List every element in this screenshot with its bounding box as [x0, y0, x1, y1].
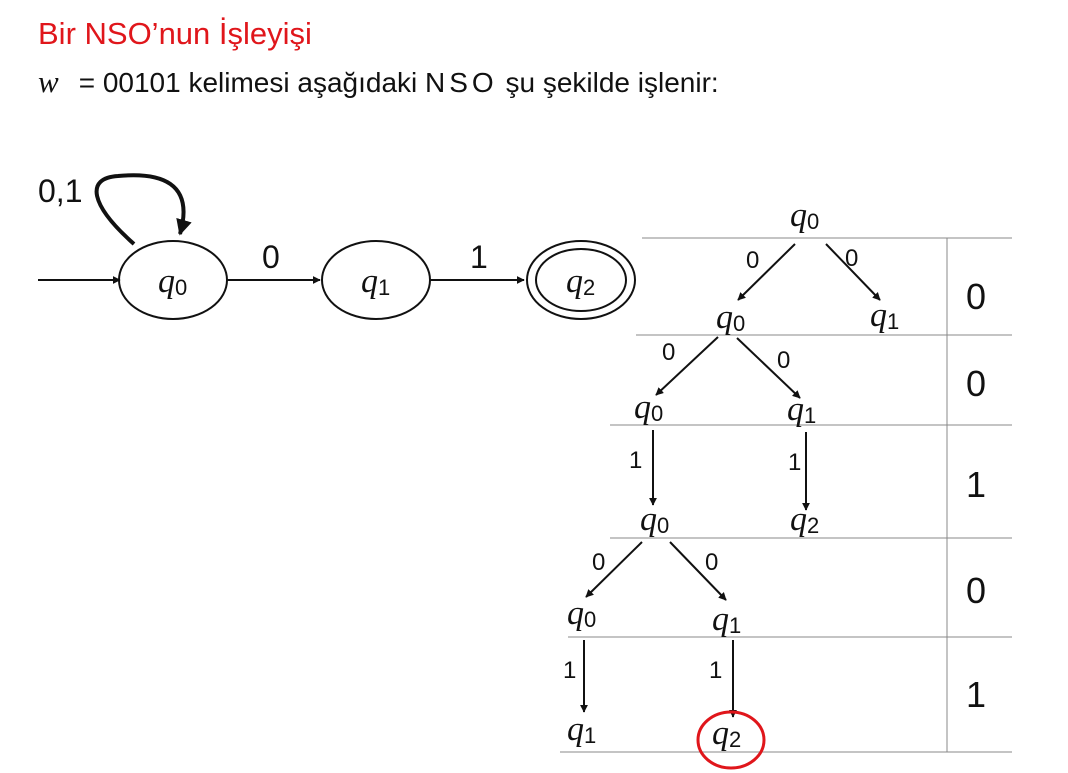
page-title: Bir NSO’nun İşleyişi — [38, 16, 312, 51]
tree-node: q0 — [790, 197, 819, 234]
tree-node-accepting: q2 — [712, 715, 741, 752]
state-q2-label: q2 — [566, 263, 595, 300]
state-machine: 0,1 q0 0 q1 1 q2 — [38, 173, 636, 320]
state-q2-outer — [526, 240, 636, 320]
tree-node: q0 — [640, 501, 669, 538]
tree-edge — [737, 243, 796, 301]
input-symbol: 0 — [966, 363, 986, 404]
tree-node: q0 — [716, 299, 745, 336]
tree-edge-label: 1 — [629, 447, 642, 474]
subtitle-text-before: = 00101 kelimesi aşağıdaki — [78, 67, 426, 98]
self-loop-arrow — [94, 173, 192, 246]
tree-edge-label: 0 — [592, 549, 605, 576]
input-symbol: 1 — [966, 464, 986, 505]
loop-label: 0,1 — [38, 173, 82, 209]
tree-edge-label: 0 — [662, 339, 675, 366]
tree-edge-labels: 0 0 0 0 1 1 0 0 1 1 — [563, 245, 858, 684]
tree-node: q1 — [870, 297, 899, 334]
subtitle-nso: NSO — [425, 67, 498, 98]
transition-q0-q1-label: 0 — [262, 239, 280, 275]
tree-node: q2 — [790, 501, 819, 538]
input-symbol: 0 — [966, 570, 986, 611]
input-symbol: 0 — [966, 276, 986, 317]
transition-q1-q2-label: 1 — [470, 239, 488, 275]
tree-node: q0 — [634, 389, 663, 426]
accepting-highlight-circle — [696, 710, 766, 770]
tree-edge-label: 0 — [746, 247, 759, 274]
input-symbols: 0 0 1 0 1 — [966, 276, 986, 715]
tree-edge — [825, 243, 881, 301]
state-q0-label: q0 — [158, 263, 187, 300]
tree-edge — [669, 541, 727, 601]
tree-edges — [580, 243, 881, 718]
tree-edge-label: 1 — [563, 657, 576, 684]
tree-nodes: q0 q0 q1 q0 q1 q0 q2 q0 q1 q1 q2 — [567, 197, 899, 770]
state-q1-label: q1 — [361, 263, 390, 300]
state-q2-inner — [535, 248, 627, 312]
tree-edge — [585, 541, 643, 598]
tree-edge-label: 0 — [705, 549, 718, 576]
tree-edge — [655, 336, 719, 396]
tree-node: q1 — [787, 391, 816, 428]
word-variable: w — [38, 64, 59, 99]
tree-edge-label: 0 — [777, 347, 790, 374]
tree-edge-label: 1 — [788, 449, 801, 476]
tree-node: q1 — [712, 601, 741, 638]
tree-edge-label: 1 — [709, 657, 722, 684]
tree-grid — [560, 237, 1012, 753]
tree-node: q1 — [567, 711, 596, 748]
tree-edge-label: 0 — [845, 245, 858, 272]
tree-edge — [736, 337, 801, 399]
input-symbol: 1 — [966, 674, 986, 715]
tree-node: q0 — [567, 595, 596, 632]
subtitle-text-after: şu şekilde işlenir: — [497, 67, 719, 98]
page-subtitle: w = 00101 kelimesi aşağıdaki NSO şu şekil… — [38, 64, 719, 100]
